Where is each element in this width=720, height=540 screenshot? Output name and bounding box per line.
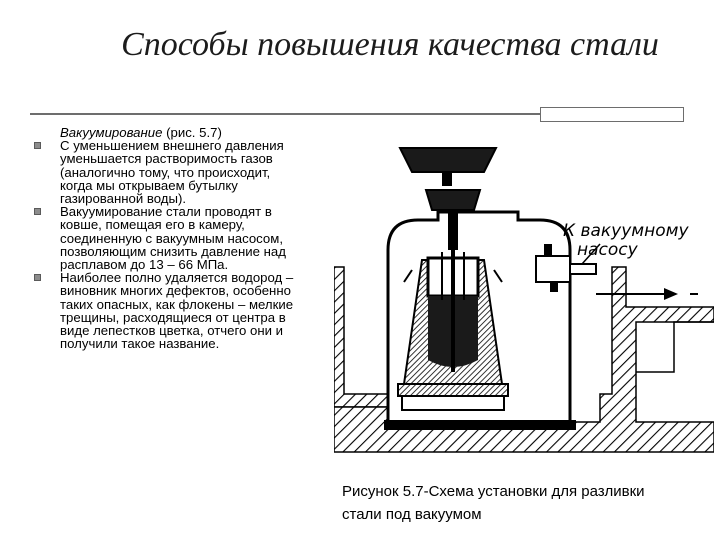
label-line-2: насосу — [577, 240, 638, 260]
bullet-text: Наиболее полно удаляется водород – винов… — [60, 270, 294, 352]
bullet-icon — [34, 208, 41, 216]
bullet-text: Вакуумирование стали проводят в ковше, п… — [60, 204, 286, 273]
mould-arms — [403, 269, 503, 283]
valve-body — [535, 255, 571, 283]
tundish — [398, 147, 498, 173]
intermediate-ladle — [424, 189, 482, 211]
pointer-line — [581, 243, 601, 265]
label-line-1: К вакуумному — [563, 221, 689, 241]
vacuum-pipe — [569, 263, 597, 275]
heading-ref: (рис. 5.7) — [162, 125, 222, 140]
title-decor-box — [540, 107, 684, 122]
bullet-item: Вакуумирование стали проводят в ковше, п… — [34, 205, 306, 271]
slide-title: Способы повышения качества стали — [121, 26, 659, 63]
mould-stand — [401, 395, 505, 411]
text-area: Вакуумирование (рис. 5.7) С уменьшением … — [34, 126, 306, 350]
section-heading: Вакуумирование (рис. 5.7) — [34, 126, 306, 139]
bullet-icon — [34, 274, 41, 282]
vacuum-arrow-head — [664, 288, 678, 300]
title-divider — [30, 113, 540, 115]
bullet-item: Наиболее полно удаляется водород – винов… — [34, 271, 306, 350]
chamber-base — [384, 420, 576, 430]
vacuum-pump-label: К вакуумному насосу — [563, 222, 703, 260]
valve-handle — [544, 244, 552, 256]
valve-stem — [550, 282, 558, 292]
tundish-nozzle — [442, 172, 452, 186]
vacuum-casting-diagram — [334, 147, 714, 453]
mould-base-plate — [397, 383, 509, 397]
bullet-item: С уменьшением внешнего давления уменьшае… — [34, 139, 306, 205]
heading-term: Вакуумирование — [60, 125, 163, 140]
bullet-icon — [34, 142, 41, 150]
bullet-text: С уменьшением внешнего давления уменьшае… — [60, 138, 284, 207]
figure-caption: Рисунок 5.7-Схема установки для разливки… — [342, 483, 645, 523]
foundation-floor-step — [636, 321, 714, 373]
